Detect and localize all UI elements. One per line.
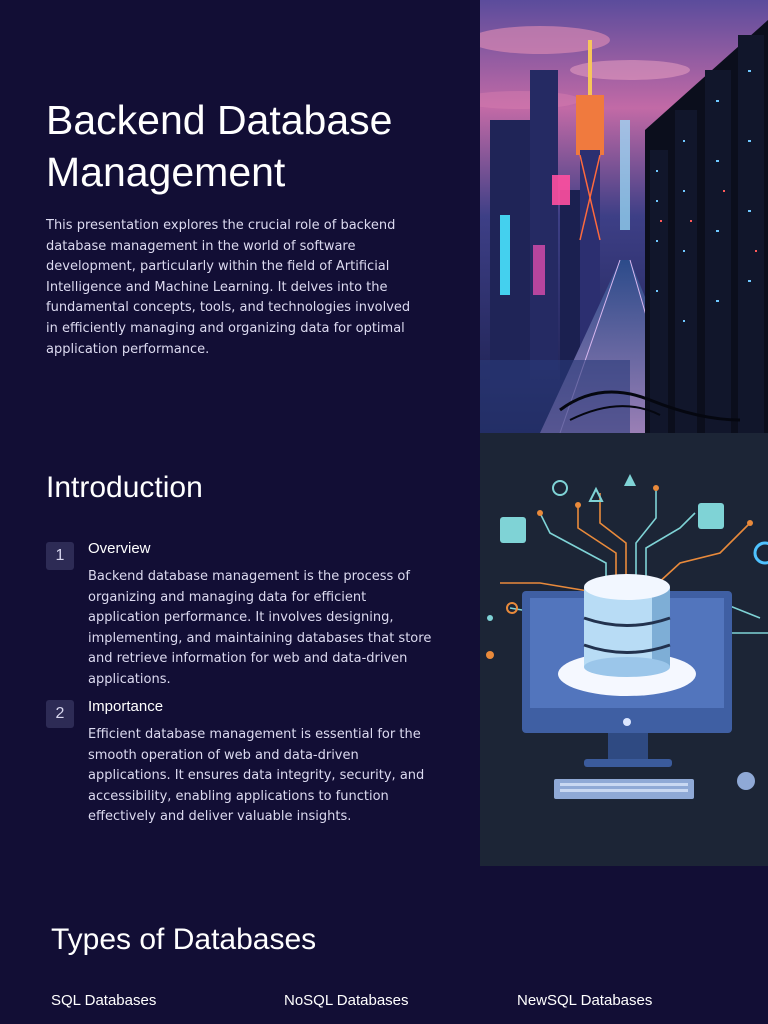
item-title: Importance [88, 698, 164, 715]
hero-image [480, 0, 768, 433]
type-nosql-databases: NoSQL Databases [284, 992, 409, 1009]
database-computer-illustration [480, 433, 768, 866]
introduction-heading: Introduction [46, 471, 203, 504]
database-types-row: SQL Databases NoSQL Databases NewSQL Dat… [0, 991, 768, 1011]
step-number-badge: 2 [46, 700, 74, 728]
item-body: Efficient database management is essenti… [88, 727, 425, 825]
page-title: Backend Database Management [46, 97, 393, 195]
step-number-badge: 1 [46, 542, 74, 570]
item-title: Overview [88, 540, 151, 557]
types-heading: Types of Databases [51, 923, 317, 956]
item-body: Backend database management is the proce… [88, 569, 432, 687]
intro-paragraph: This presentation explores the crucial r… [46, 218, 411, 357]
type-sql-databases: SQL Databases [51, 992, 157, 1009]
database-illustration [480, 433, 768, 866]
cyberpunk-city-illustration [480, 0, 768, 433]
type-newsql-databases: NewSQL Databases [517, 992, 653, 1009]
